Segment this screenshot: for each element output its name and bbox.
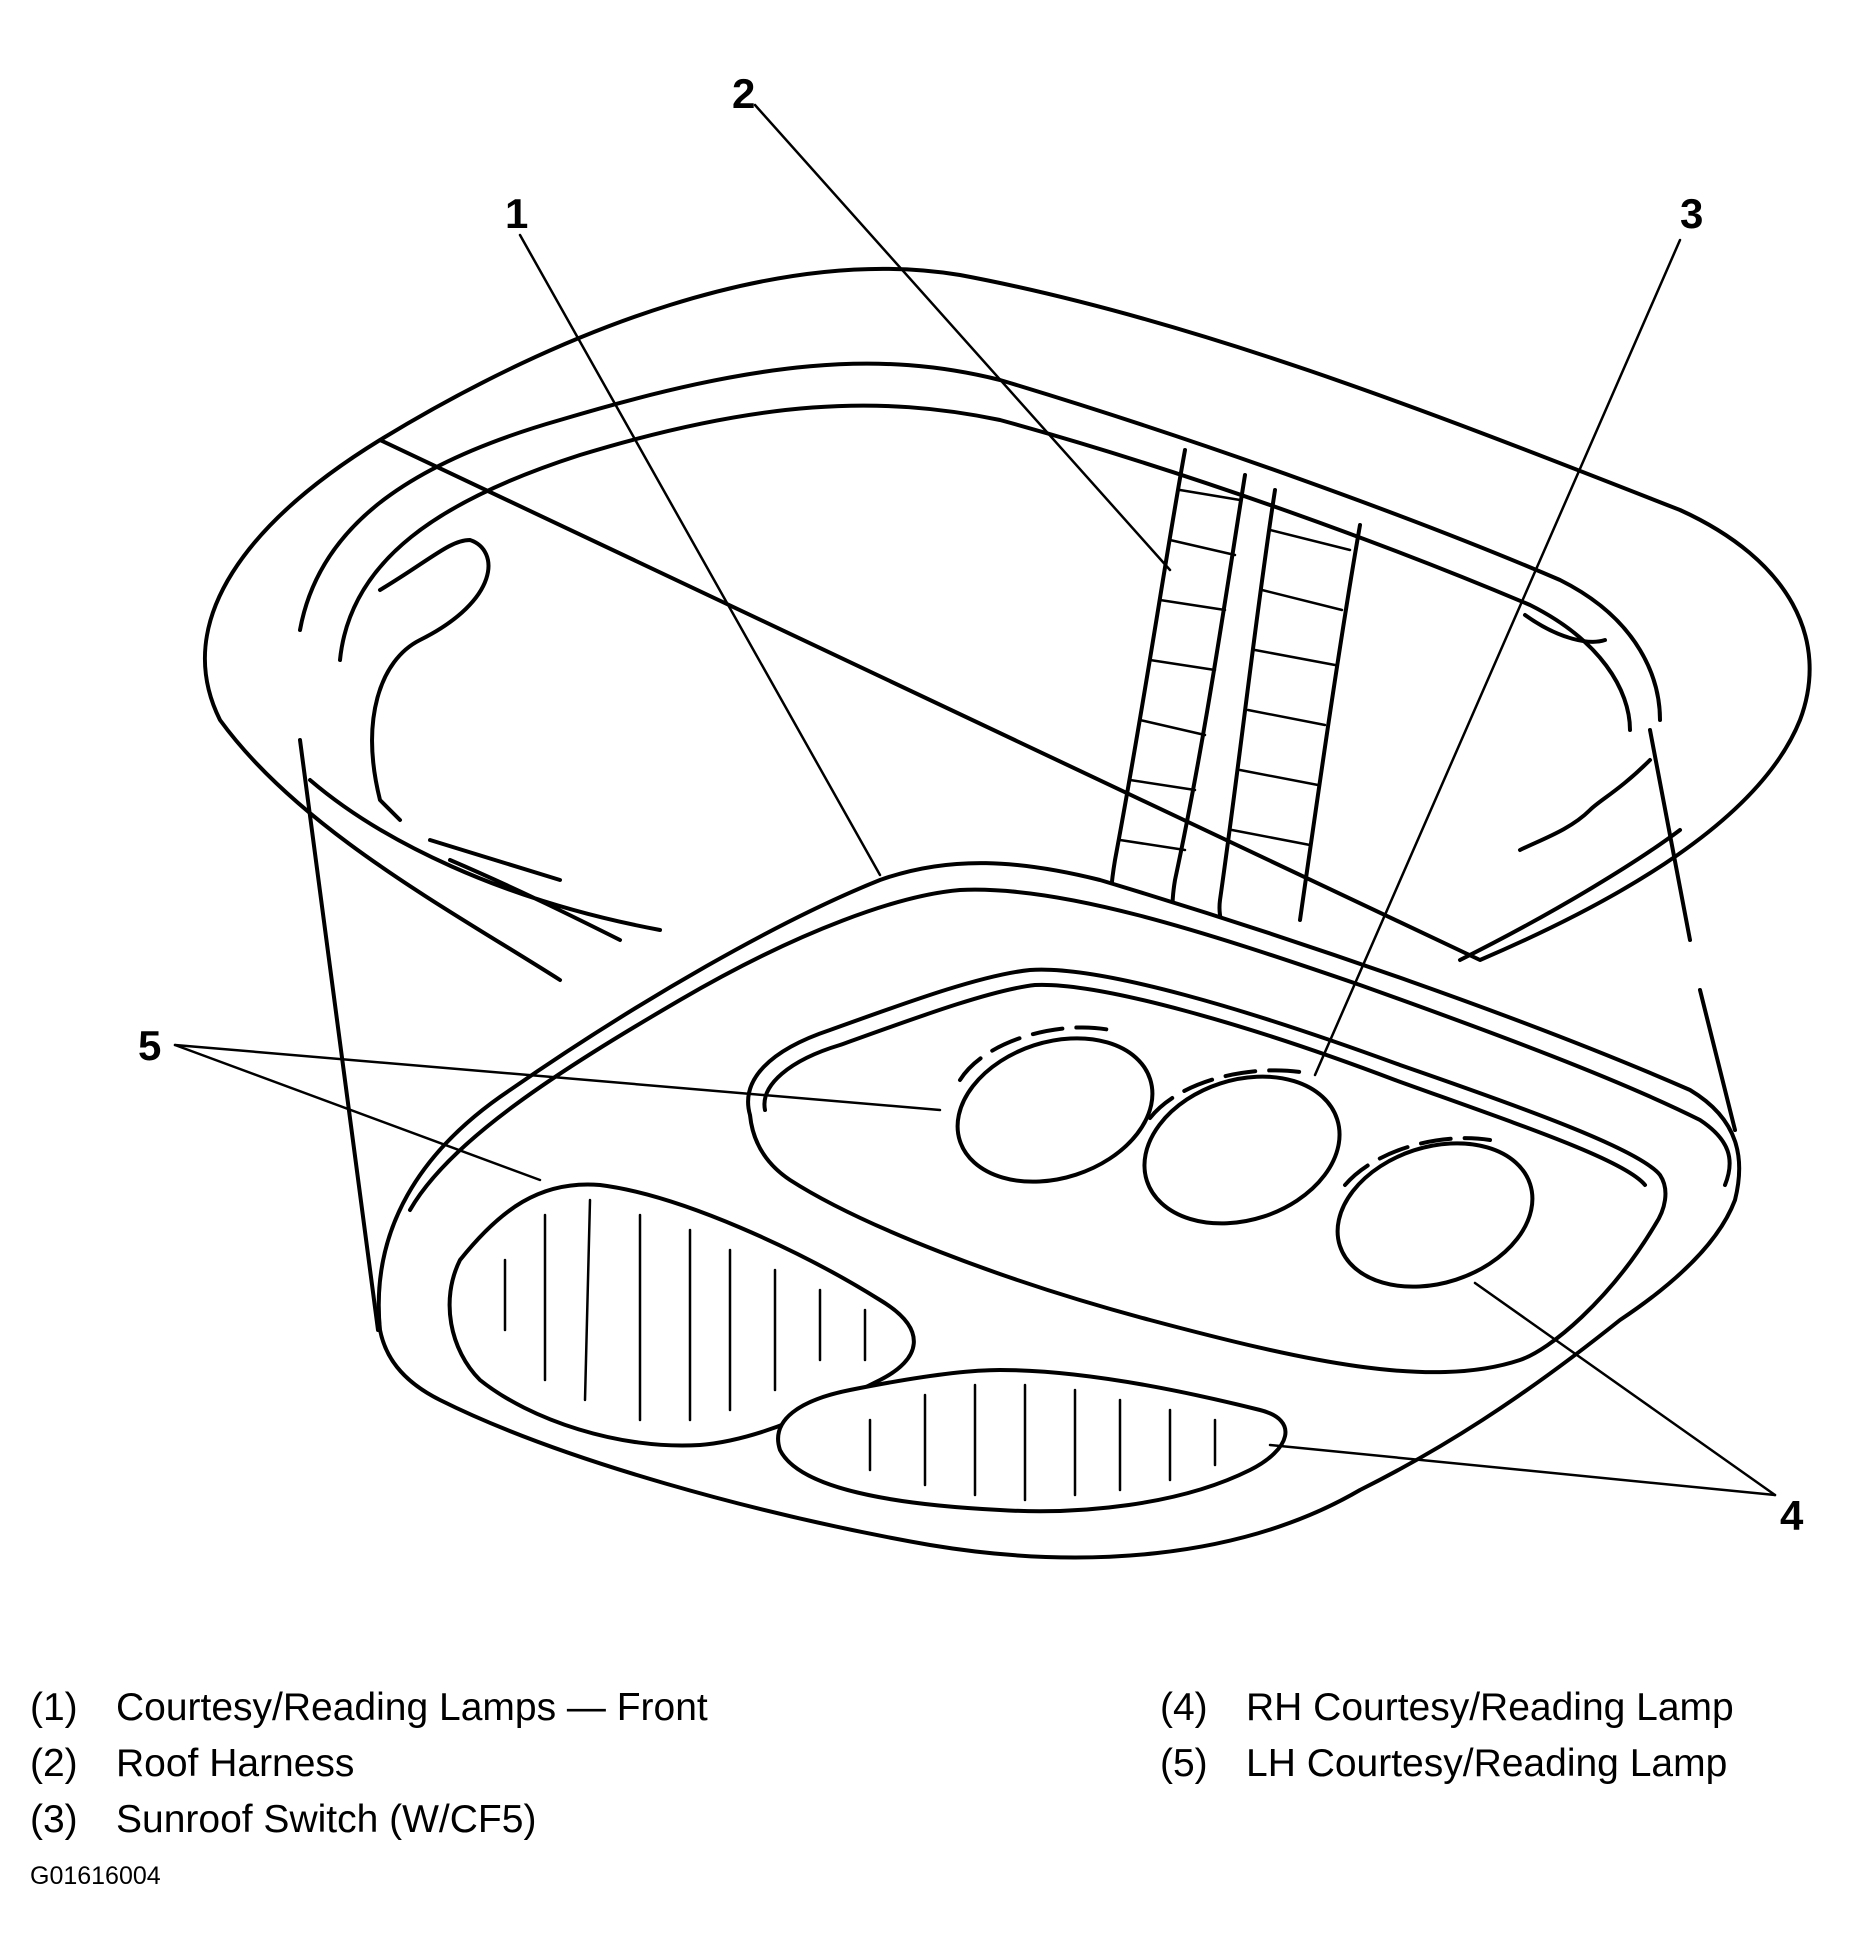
callout-4: 4 — [1780, 1492, 1804, 1539]
leader-line-4b — [1268, 1443, 1777, 1497]
sunroof-switch-button[interactable] — [1125, 1053, 1358, 1248]
switch-panel — [746, 967, 1668, 1375]
opening-notch-right — [1518, 613, 1652, 852]
leader-line-3 — [1313, 238, 1682, 1077]
legend-item: (4) RH Courtesy/Reading Lamp — [1160, 1680, 1734, 1736]
headliner-outline — [202, 266, 1812, 982]
opening-frame-outer — [298, 361, 1662, 722]
figure-id: G01616004 — [30, 1862, 161, 1890]
leader-line-4a — [1473, 1281, 1777, 1497]
console-side-line-right — [1648, 728, 1737, 1132]
legend-number: (4) — [1160, 1686, 1208, 1729]
console-side-line-left — [298, 738, 380, 1332]
headliner-line-right — [1458, 828, 1682, 962]
legend-text: Courtesy/Reading Lamps — Front — [116, 1686, 708, 1729]
headliner-line-left — [308, 778, 662, 942]
opening-frame-inner — [338, 403, 1632, 732]
callout-1: 1 — [505, 190, 528, 237]
callout-2: 2 — [732, 70, 755, 117]
legend-number: (5) — [1160, 1742, 1208, 1785]
legend-number: (3) — [30, 1798, 78, 1841]
legend-text: Roof Harness — [116, 1742, 355, 1785]
lh-switch-button[interactable] — [939, 1014, 1171, 1205]
callout-3: 3 — [1680, 190, 1703, 237]
leader-line-1 — [518, 233, 882, 877]
rh-reading-lamp-lens — [776, 1368, 1288, 1514]
leader-line-5a — [173, 1043, 942, 1112]
leader-line-2 — [753, 103, 1172, 572]
legend-item: (3) Sunroof Switch (W/CF5) — [30, 1792, 708, 1848]
legend-text: LH Courtesy/Reading Lamp — [1246, 1742, 1728, 1785]
callout-5: 5 — [138, 1022, 161, 1069]
legend-text: RH Courtesy/Reading Lamp — [1246, 1686, 1734, 1729]
legend-right: (4) RH Courtesy/Reading Lamp (5) LH Cour… — [1160, 1680, 1734, 1792]
legend-left: (1) Courtesy/Reading Lamps — Front (2) R… — [30, 1680, 708, 1848]
legend-item: (1) Courtesy/Reading Lamps — Front — [30, 1680, 708, 1736]
overhead-console-diagram: 1 2 3 4 5 — [138, 70, 1812, 1560]
opening-notch-left — [370, 538, 491, 822]
legend-text: Sunroof Switch (W/CF5) — [116, 1798, 537, 1841]
legend-number: (2) — [30, 1742, 78, 1785]
legend-number: (1) — [30, 1686, 78, 1729]
roof-harness — [1109, 448, 1362, 947]
console-rim — [408, 887, 1732, 1212]
legend-item: (2) Roof Harness — [30, 1736, 708, 1792]
switch-panel-inner — [762, 982, 1647, 1187]
rh-switch-button[interactable] — [1319, 1119, 1551, 1310]
leader-line-5b — [173, 1043, 542, 1182]
lh-reading-lamp-lens — [447, 1182, 916, 1448]
legend-item: (5) LH Courtesy/Reading Lamp — [1160, 1736, 1734, 1792]
